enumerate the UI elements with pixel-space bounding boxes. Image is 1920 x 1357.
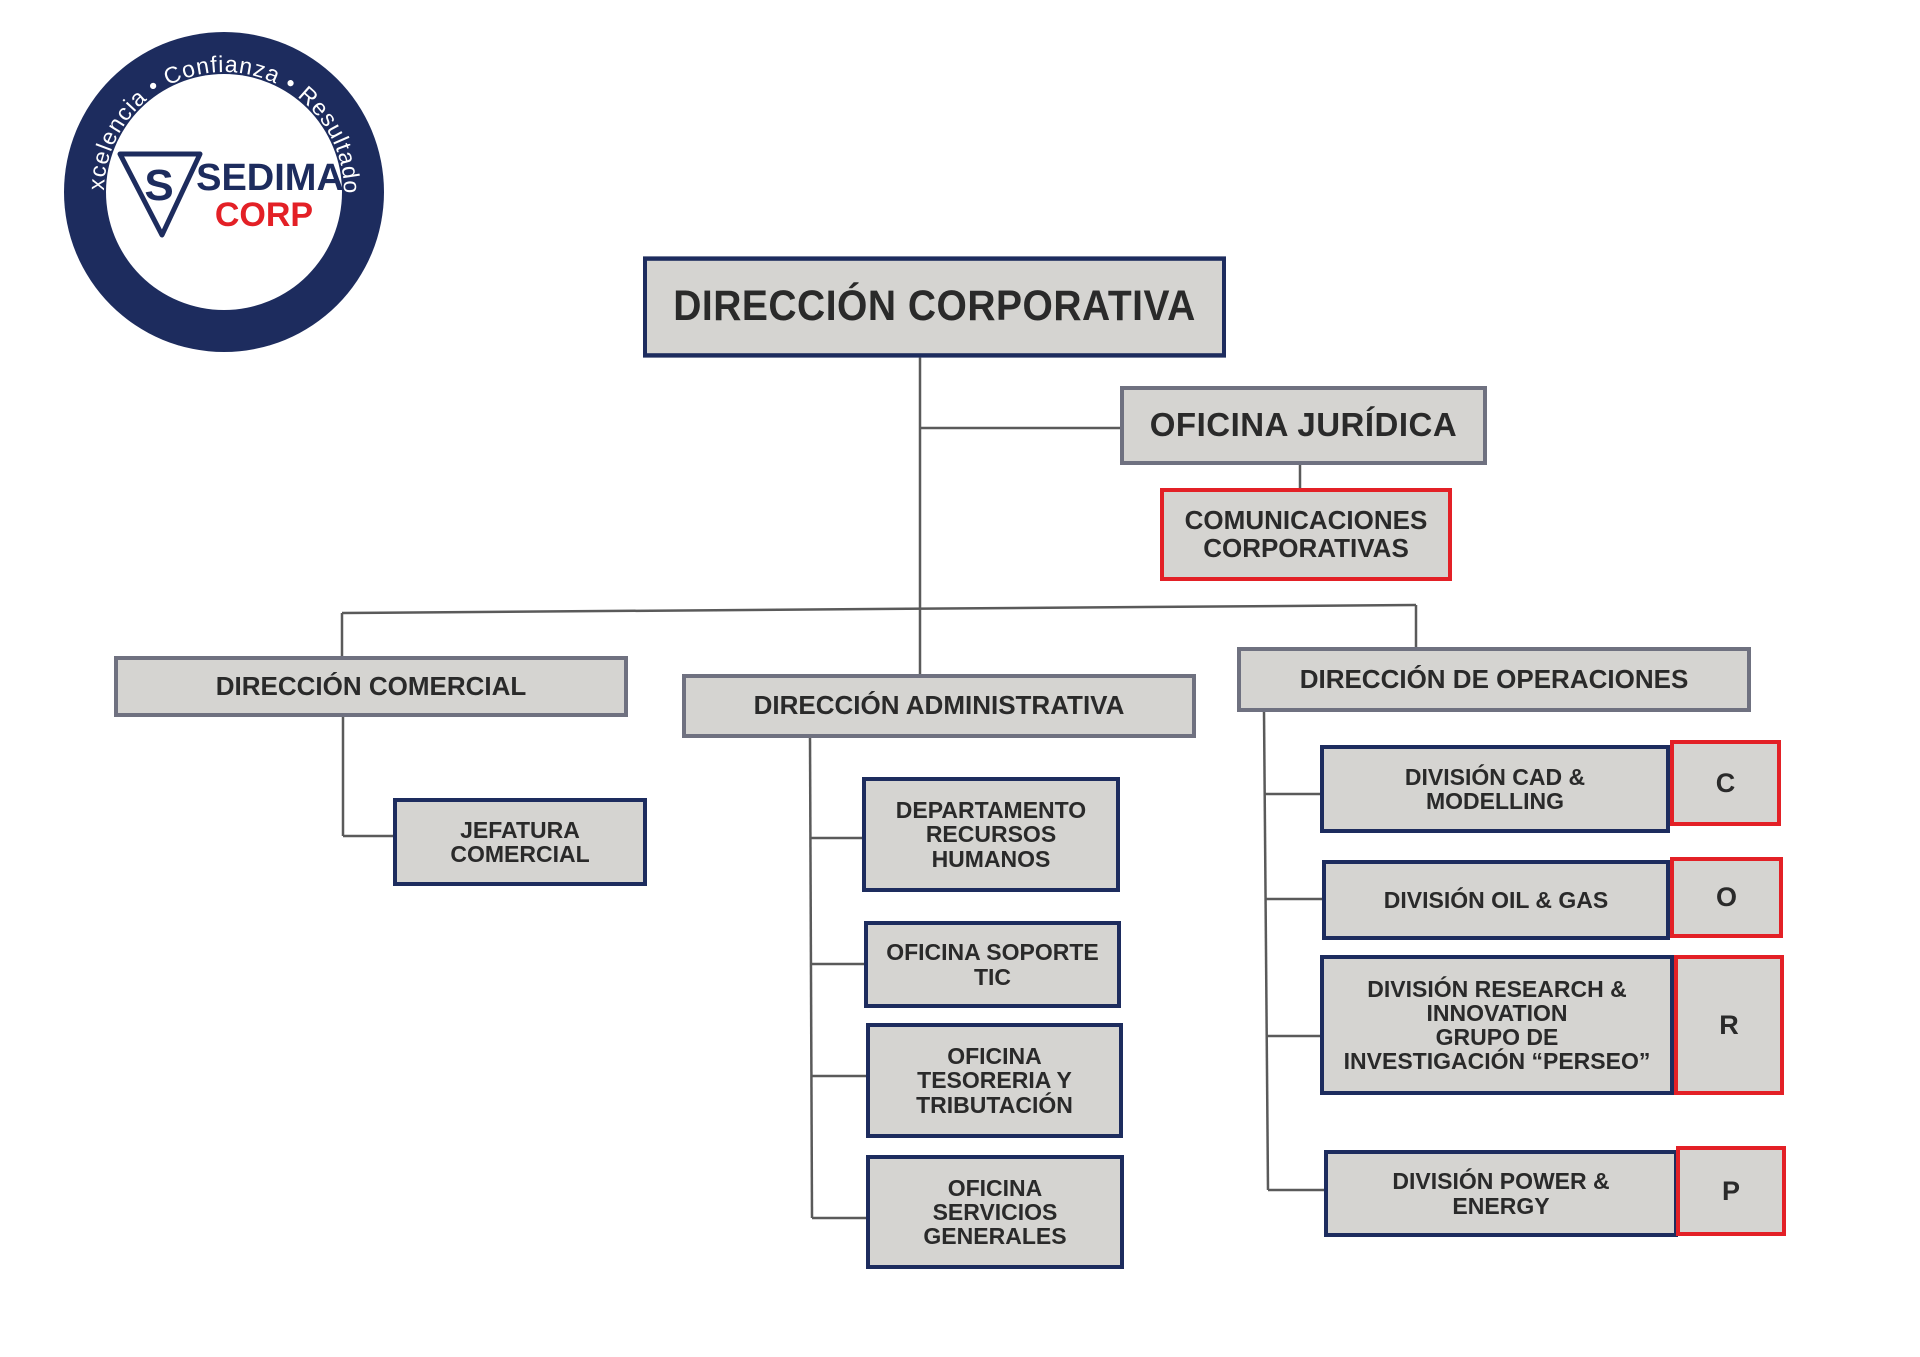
node-division-research-label: DIVISIÓN RESEARCH & INNOVATION GRUPO DE … (1343, 975, 1651, 1075)
node-direccion-comercial-label: DIRECCIÓN COMERCIAL (215, 670, 527, 701)
node-soporte-tic-label: OFICINA SOPORTE TIC (886, 939, 1099, 990)
node-division-research-innovation: DIVISIÓN RESEARCH & INNOVATION GRUPO DE … (1320, 955, 1674, 1095)
node-direccion-administrativa: DIRECCIÓN ADMINISTRATIVA (682, 674, 1196, 738)
tag-division-p-label: P (1721, 1175, 1740, 1206)
node-tesoreria-label: OFICINA TESORERIA Y TRIBUTACIÓN (916, 1043, 1073, 1118)
node-division-oil-gas: DIVISIÓN OIL & GAS (1322, 860, 1670, 940)
node-direccion-administrativa-label: DIRECCIÓN ADMINISTRATIVA (753, 690, 1125, 721)
node-comunicaciones-label: COMUNICACIONES CORPORATIVAS (1184, 505, 1428, 563)
node-direccion-operaciones-label: DIRECCIÓN DE OPERACIONES (1299, 663, 1689, 694)
node-direccion-corporativa: DIRECCIÓN CORPORATIVA (643, 256, 1226, 358)
node-oficina-juridica-label: OFICINA JURÍDICA (1149, 406, 1458, 444)
logo-brand-secondary: CORP (215, 196, 313, 234)
node-recursos-humanos-label: DEPARTAMENTO RECURSOS HUMANOS (895, 797, 1087, 872)
tag-division-p: P (1676, 1146, 1786, 1236)
node-direccion-comercial: DIRECCIÓN COMERCIAL (114, 656, 628, 717)
node-comunicaciones-corporativas: COMUNICACIONES CORPORATIVAS (1160, 488, 1452, 581)
node-division-power-energy: DIVISIÓN POWER & ENERGY (1324, 1150, 1678, 1237)
node-division-oil-gas-label: DIVISIÓN OIL & GAS (1383, 886, 1609, 913)
tag-division-c: C (1670, 740, 1781, 826)
node-division-power-label: DIVISIÓN POWER & ENERGY (1392, 1168, 1610, 1219)
node-jefatura-comercial: JEFATURA COMERCIAL (393, 798, 647, 886)
logo-emblem-letter: S (144, 161, 173, 210)
tag-division-o: O (1670, 857, 1783, 938)
node-tesoreria-tributacion: OFICINA TESORERIA Y TRIBUTACIÓN (866, 1023, 1123, 1138)
node-oficina-juridica: OFICINA JURÍDICA (1120, 386, 1487, 465)
tag-division-c-label: C (1715, 767, 1736, 798)
node-division-cad-label: DIVISIÓN CAD & MODELLING (1404, 763, 1586, 814)
node-servicios-generales: OFICINA SERVICIOS GENERALES (866, 1155, 1124, 1269)
node-division-cad-modelling: DIVISIÓN CAD & MODELLING (1320, 745, 1670, 833)
triangle-emblem-icon (117, 151, 203, 238)
node-recursos-humanos: DEPARTAMENTO RECURSOS HUMANOS (862, 777, 1120, 892)
node-servicios-generales-label: OFICINA SERVICIOS GENERALES (923, 1174, 1067, 1250)
logo-brand-primary: SEDIMA (196, 157, 344, 199)
tag-division-r-label: R (1719, 1009, 1739, 1040)
node-soporte-tic: OFICINA SOPORTE TIC (864, 921, 1121, 1008)
node-direccion-corporativa-label: DIRECCIÓN CORPORATIVA (673, 282, 1196, 330)
node-direccion-operaciones: DIRECCIÓN DE OPERACIONES (1237, 647, 1751, 712)
tag-division-o-label: O (1715, 882, 1737, 913)
tag-division-r: R (1674, 955, 1784, 1095)
sedima-logo: Excelencia • Confianza • Resultados www.… (54, 9, 386, 354)
node-jefatura-comercial-label: JEFATURA COMERCIAL (450, 816, 590, 867)
